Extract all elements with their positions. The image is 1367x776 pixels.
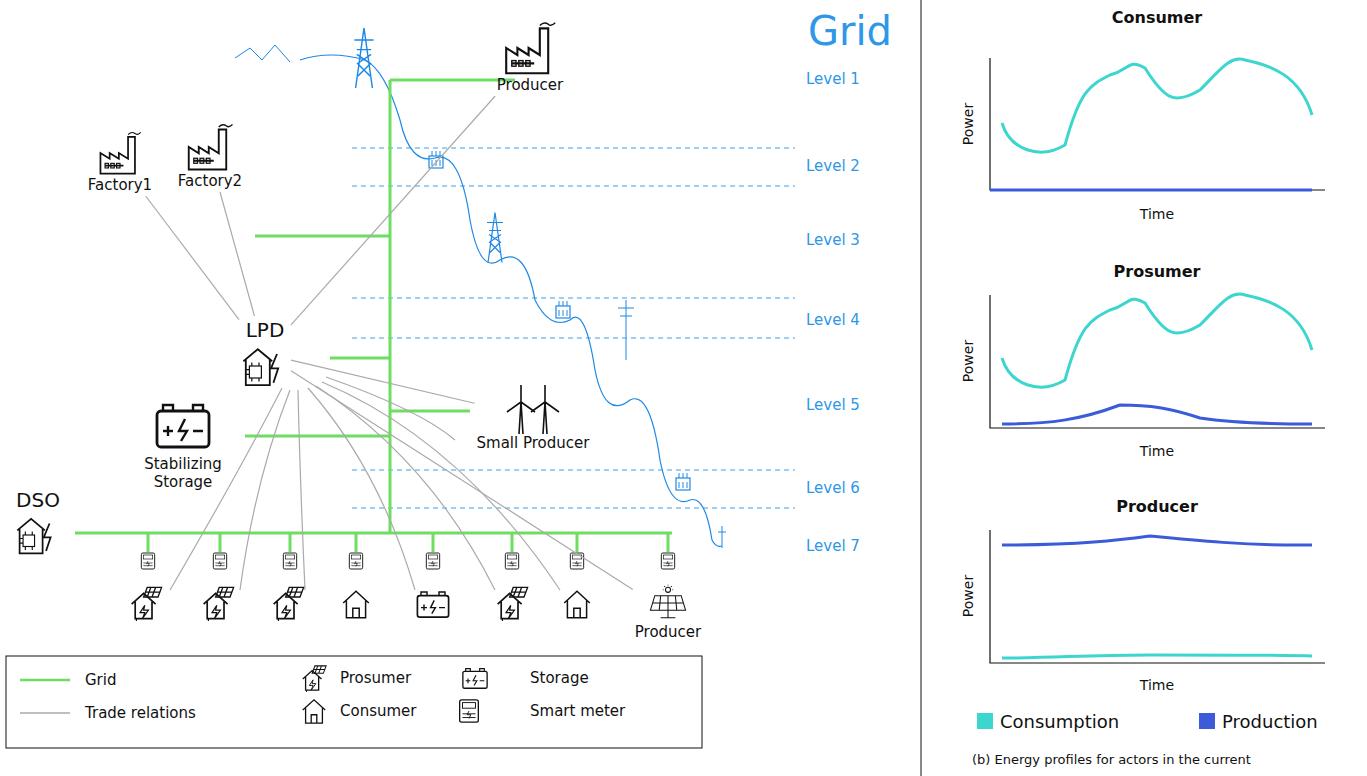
level-label: Level 4 (806, 311, 860, 329)
chart-label: Power (960, 575, 976, 617)
level-label: Level 3 (806, 231, 860, 249)
actor-node: Factory2 (178, 122, 242, 190)
legend-text: Storage (530, 669, 589, 687)
legend-text: Consumer (340, 702, 417, 720)
legend-text: Trade relations (85, 704, 196, 722)
legend-text: Smart meter (530, 702, 625, 720)
legend-sample (300, 664, 328, 692)
actor-node: LPD (241, 318, 289, 390)
chart-label: Time (1140, 206, 1174, 222)
level-label: Level 6 (806, 479, 860, 497)
legend-sample (20, 705, 70, 721)
actor-label: Stabilizing Storage (133, 455, 233, 491)
legend-sample (20, 672, 70, 688)
node-icon (503, 382, 563, 434)
chart-label: Prosumer (1114, 262, 1201, 281)
trade-relation (291, 371, 633, 590)
chart-label: Power (960, 340, 976, 382)
actor-node: Producer (635, 583, 701, 641)
actor-node: Small Producer (477, 382, 590, 452)
chart-label: Producer (1116, 497, 1198, 516)
trade-relation (146, 196, 239, 320)
grid-title: Grid (808, 8, 892, 54)
chart-label: Time (1140, 677, 1174, 693)
actor-node: Factory1 (88, 130, 152, 194)
figure-caption: (b) Energy profiles for actors in the cu… (972, 752, 1251, 767)
actor-node: Stabilizing Storage (133, 395, 233, 491)
actor-label: Producer (497, 76, 563, 94)
node-icon (502, 20, 558, 76)
legend-text: Prosumer (340, 669, 411, 687)
node-icon (97, 130, 143, 176)
node-icon (185, 122, 235, 172)
actor-label: DSO (15, 488, 61, 512)
node-icon (646, 583, 690, 623)
actor-label: LPD (241, 318, 289, 342)
actor-node: Producer (497, 20, 563, 94)
actor-node: DSO (15, 488, 61, 558)
legend-text: Production (1222, 711, 1318, 732)
node-icon (149, 395, 217, 455)
legend-swatch (977, 713, 993, 729)
legend-text: Grid (85, 671, 116, 689)
chart-label: Consumer (1112, 8, 1202, 27)
actor-label: Producer (635, 623, 701, 641)
actor-label: Factory2 (178, 172, 242, 190)
legend-swatch (1199, 713, 1215, 729)
actor-label: Small Producer (477, 434, 590, 452)
legend-sample (300, 697, 328, 725)
trade-relation (220, 192, 254, 316)
actor-label: Factory1 (88, 176, 152, 194)
level-label: Level 7 (806, 537, 860, 555)
level-label: Level 2 (806, 157, 860, 175)
chart-label: Time (1140, 443, 1174, 459)
legend-text: Consumption (1000, 711, 1119, 732)
chart-label: Power (960, 103, 976, 145)
node-icon (241, 342, 289, 390)
legend-sample (455, 664, 495, 692)
level-label: Level 1 (806, 70, 860, 88)
trade-relation (291, 96, 495, 325)
level-label: Level 5 (806, 396, 860, 414)
legend-sample (455, 697, 483, 725)
trade-relation (291, 360, 475, 403)
node-icon (15, 512, 61, 558)
